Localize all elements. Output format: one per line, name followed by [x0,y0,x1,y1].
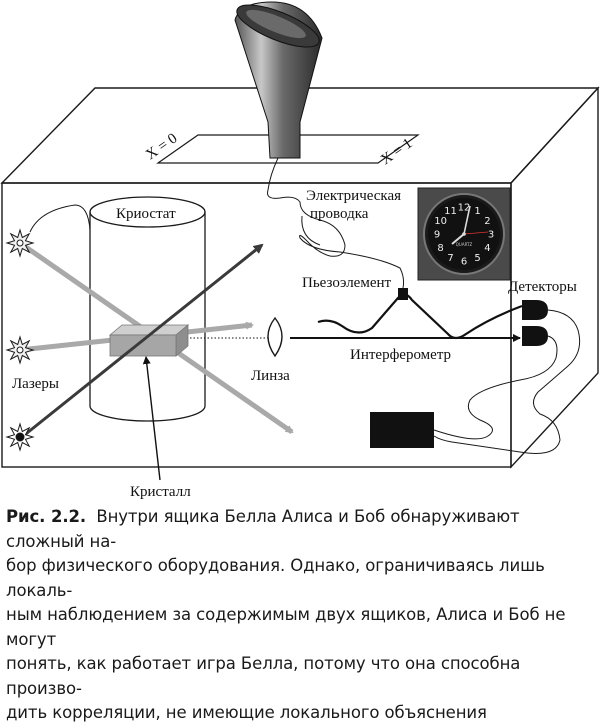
clock-numeral: 6 [461,257,467,268]
clock-numeral: 9 [434,230,440,241]
clock-numeral: 1 [474,206,480,217]
label-crystal: Кристалл [130,484,191,500]
bell-box-diagram: X = 0 X = 1 Криостат Лазеры Линза И [0,0,600,500]
laser-core-2 [16,346,24,354]
laser-core-1 [16,239,24,247]
label-lasers: Лазеры [12,376,59,392]
clock-numeral: 10 [434,216,447,227]
dark-beam [21,243,264,439]
label-piezo: Пьезоэлемент [302,275,392,291]
label-cryostat: Криостат [116,206,176,222]
caption-line-3: ным наблюдением за содержимым двух ящико… [6,605,566,649]
piezo-element[interactable] [398,288,408,300]
caption-line-1: Внутри ящика Белла Алиса и Боб обнаружив… [6,507,520,551]
recorder-box[interactable] [370,412,434,448]
laser-wire-top [29,204,91,233]
label-detectors: Детекторы [508,279,577,295]
crystal [108,324,190,357]
clock-brand: QUARTZ [456,242,473,247]
lever-handle[interactable] [232,0,324,159]
clock-numeral: 8 [437,243,443,254]
cryostat [89,196,206,422]
clock-numeral: 12 [458,203,471,214]
caption-line-5: дить корреляции, не имеющие локального о… [6,703,487,722]
label-wiring-2: проводка [310,206,369,222]
figure-caption: Рис. 2.2. Внутри ящика Белла Алиса и Боб… [6,505,596,726]
clock-numeral: 4 [484,243,490,254]
clock-numeral: 5 [474,253,480,264]
clock-numeral: 3 [488,230,494,241]
electrical-wiring [267,157,405,289]
detector-wires [433,309,581,454]
clock-numeral: 2 [484,216,490,227]
clock-numeral: 7 [447,253,453,264]
label-interferometer: Интерферометр [350,347,451,363]
caption-label: Рис. 2.2. [6,507,87,526]
lens[interactable] [267,316,283,358]
interferometer [290,293,523,342]
caption-line-2: бор физического оборудования. Однако, ог… [6,556,545,600]
laser-core-3 [15,432,25,442]
clock-numeral: 11 [444,206,457,217]
detectors [522,300,548,346]
label-lens: Линза [251,368,290,384]
box-outline [0,86,600,469]
label-wiring-1: Электрическая [306,188,401,204]
crystal-pointer [142,356,161,481]
caption-line-4: понять, как работает игра Белла, потому … [6,654,521,698]
